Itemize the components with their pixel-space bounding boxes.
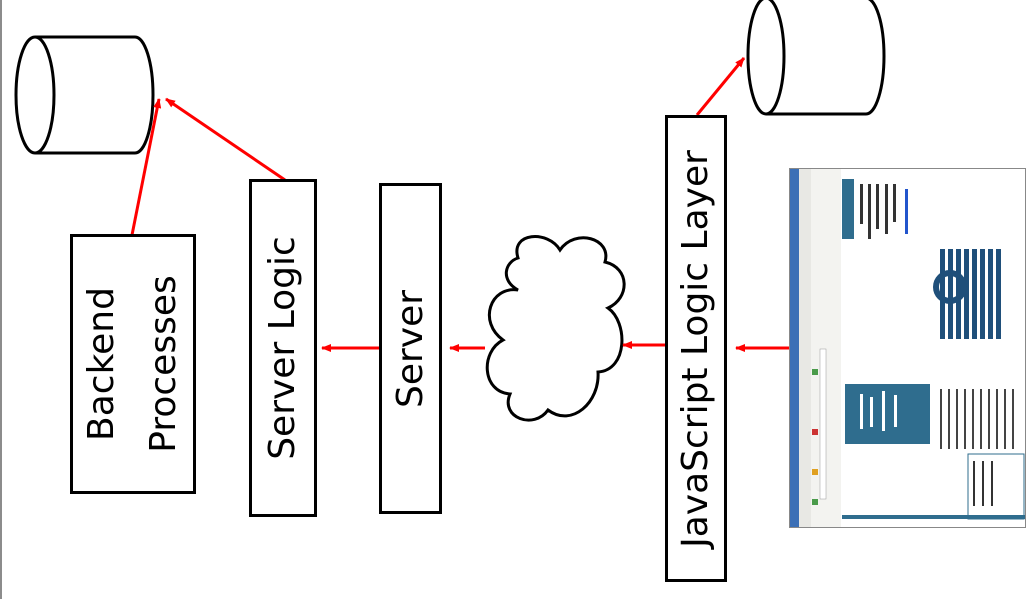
javascript-logic-layer-label: JavaScript Logic Layer [675, 149, 716, 548]
javascript-logic-layer-box: JavaScript Logic Layer [665, 115, 727, 582]
backend-label-line1: Backend [81, 287, 122, 441]
server-label: Server [389, 289, 431, 408]
arrow-js-to-storage [695, 57, 746, 116]
browser-screenshot-thumbnail [789, 168, 1026, 528]
backend-processes-box: Backend Processes [70, 234, 196, 494]
browser-thumbnail-graphic [790, 169, 1025, 527]
backend-processes-label: Backend Processes [71, 275, 195, 452]
server-logic-box: Server Logic [249, 179, 317, 517]
flow-arrows [130, 57, 790, 352]
backend-label-line2: Processes [143, 275, 184, 453]
client-storage-icon [746, 0, 886, 116]
canvas-border [0, 0, 2, 599]
server-logic-label: Server Logic [262, 236, 303, 460]
arrow-backend-to-db [130, 98, 162, 236]
server-box: Server [379, 183, 442, 514]
network-cloud-icon [485, 235, 626, 422]
backend-database-icon [14, 35, 155, 155]
arrow-logic-to-db [165, 97, 286, 182]
